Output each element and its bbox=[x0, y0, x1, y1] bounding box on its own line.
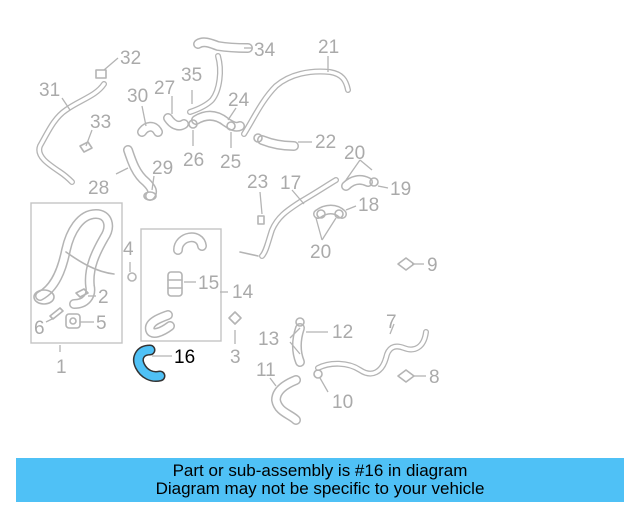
part-27-hose bbox=[163, 113, 189, 131]
callout-8: 8 bbox=[429, 367, 440, 388]
part-5-fitting bbox=[65, 313, 81, 329]
part-13-clamp bbox=[295, 317, 305, 327]
group-box-14 bbox=[140, 228, 222, 342]
callout-24: 24 bbox=[228, 90, 250, 111]
banner-line-1: Part or sub-assembly is #16 in diagram bbox=[172, 461, 468, 480]
part-2-clip bbox=[75, 288, 89, 298]
part-23-clip bbox=[257, 215, 265, 225]
part-7-pipe bbox=[315, 329, 429, 377]
part-9-clamp bbox=[397, 257, 415, 271]
part-34-hose bbox=[193, 37, 253, 53]
part-4-clamp bbox=[127, 272, 137, 282]
part-29-clamp bbox=[143, 191, 157, 201]
part-35-pipe bbox=[187, 53, 223, 115]
callout-9: 9 bbox=[427, 255, 438, 276]
part-33-clip bbox=[79, 141, 93, 153]
callout-35: 35 bbox=[181, 65, 202, 86]
part-24-hose bbox=[191, 110, 245, 132]
callout-33: 33 bbox=[90, 112, 111, 133]
part-16-hose-highlighted bbox=[133, 344, 166, 382]
callout-25: 25 bbox=[220, 152, 241, 173]
leader-lines bbox=[45, 47, 426, 393]
info-banner: Part or sub-assembly is #16 in diagram D… bbox=[16, 458, 624, 502]
part-26-clamp bbox=[188, 119, 198, 129]
part-8-clamp bbox=[397, 369, 415, 383]
callout-18: 18 bbox=[358, 195, 379, 216]
part-30-hose bbox=[137, 121, 163, 137]
part-22-hose bbox=[253, 133, 299, 151]
callout-26: 26 bbox=[183, 150, 204, 171]
part-17-pipe bbox=[239, 177, 339, 259]
callout-30: 30 bbox=[127, 86, 148, 107]
callout-7: 7 bbox=[386, 312, 397, 333]
callout-15: 15 bbox=[198, 273, 219, 294]
part-6-clamp bbox=[49, 307, 64, 320]
callout-34: 34 bbox=[254, 40, 276, 61]
part-21-pipe bbox=[241, 68, 351, 137]
parts-diagram: 1 2 3 4 5 6 7 8 9 10 11 12 13 14 15 16 1… bbox=[30, 37, 440, 425]
callout-29: 29 bbox=[152, 158, 173, 179]
part-32-clip bbox=[95, 69, 107, 79]
callout-2: 2 bbox=[98, 287, 109, 308]
part-11-hose bbox=[271, 375, 301, 425]
part-31-pipe bbox=[36, 81, 107, 185]
callout-3: 3 bbox=[230, 347, 241, 368]
callout-32: 32 bbox=[120, 48, 141, 69]
part-15-fitting bbox=[167, 271, 183, 297]
part-18-hose bbox=[313, 204, 347, 219]
part-28-hose bbox=[123, 145, 158, 201]
callout-4: 4 bbox=[123, 239, 134, 260]
part-19-hose bbox=[341, 174, 379, 191]
callout-19: 19 bbox=[390, 179, 411, 200]
callout-23: 23 bbox=[247, 172, 268, 193]
callout-10: 10 bbox=[332, 392, 353, 413]
callout-22: 22 bbox=[315, 132, 336, 153]
part-3-clamp bbox=[228, 311, 242, 325]
part-12-hose bbox=[292, 323, 305, 367]
callout-20-lower: 20 bbox=[310, 242, 331, 263]
callout-31: 31 bbox=[39, 80, 60, 101]
group-box-1 bbox=[30, 202, 123, 344]
callout-17: 17 bbox=[280, 173, 301, 194]
callout-12: 12 bbox=[332, 322, 353, 343]
callout-16: 16 bbox=[174, 347, 195, 368]
part-14-hose bbox=[144, 232, 207, 338]
callout-27: 27 bbox=[154, 78, 175, 99]
part-25-clamp bbox=[226, 121, 236, 131]
callout-11: 11 bbox=[256, 360, 276, 381]
callout-14: 14 bbox=[232, 282, 254, 303]
callout-6: 6 bbox=[34, 318, 45, 339]
callout-1: 1 bbox=[56, 357, 67, 378]
part-1-hose bbox=[33, 209, 115, 309]
callout-21: 21 bbox=[318, 37, 339, 58]
callout-13: 13 bbox=[258, 329, 279, 350]
callout-20-upper: 20 bbox=[344, 143, 365, 164]
callout-28: 28 bbox=[88, 178, 109, 199]
banner-line-2: Diagram may not be specific to your vehi… bbox=[155, 479, 485, 498]
callout-5: 5 bbox=[96, 313, 107, 334]
part-10-clamp bbox=[313, 369, 323, 379]
